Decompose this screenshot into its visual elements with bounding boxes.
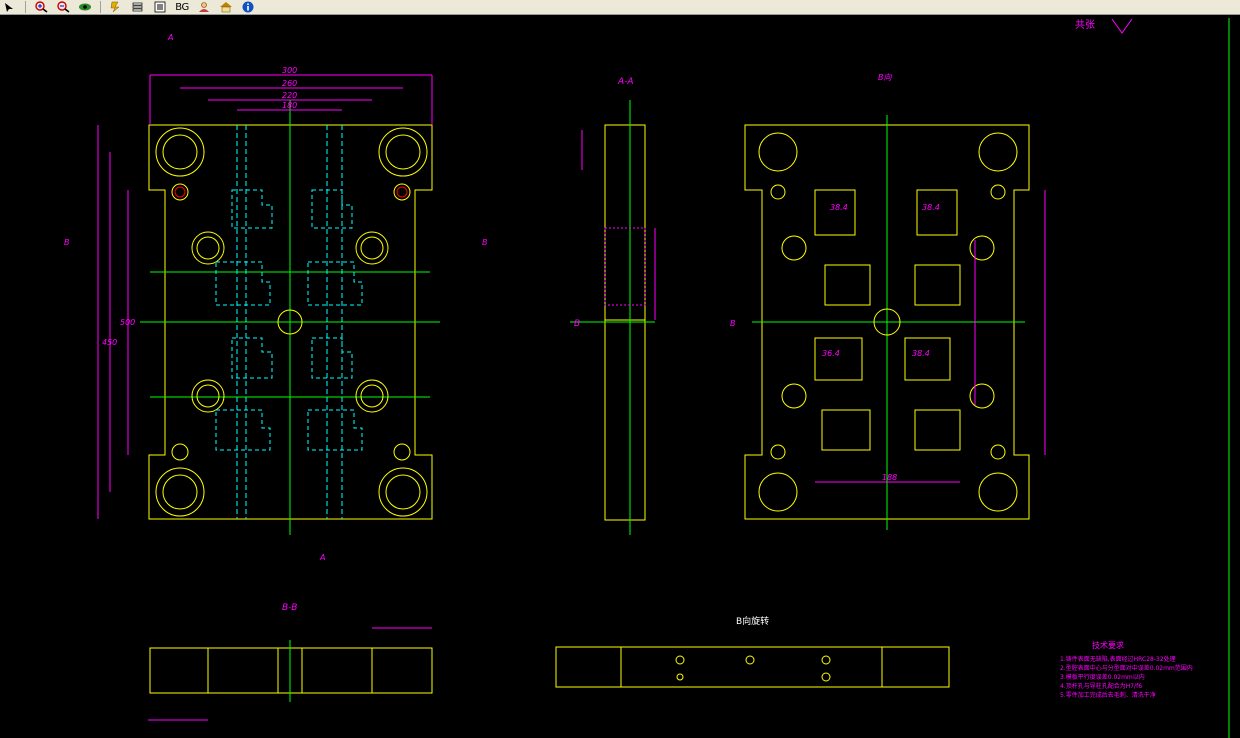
view-aa-titles: A-A B [574, 77, 634, 329]
dim-label: 450 [102, 338, 117, 347]
dim-label: 38.4 [912, 349, 930, 358]
tech-line: 3.模板平行度误差0.02mm以内 [1060, 673, 1145, 681]
view-bb-title: B-B [282, 603, 297, 613]
technical-requirements: 技术要求 1.铸件表面无缺陷,表面经过HRC28-32处理 2.型腔表面中心与分… [1060, 640, 1193, 699]
view-b-title: B向 [878, 73, 892, 82]
dim-label: 300 [282, 66, 297, 75]
view-eye-icon[interactable] [75, 0, 95, 14]
run-macro-icon[interactable] [106, 0, 126, 14]
section-label-a-bottom: A [319, 553, 325, 562]
section-label-b-side2: B [730, 319, 736, 328]
dim-label: 38.4 [830, 203, 848, 212]
dim-label: 36.4 [822, 349, 840, 358]
view-bb-titles: B-B [282, 603, 297, 613]
dim-label: 188 [882, 473, 897, 482]
dim-label: 500 [120, 318, 135, 327]
tech-title: 技术要求 [1092, 640, 1124, 650]
toolbar-separator [25, 1, 26, 13]
properties-icon[interactable] [150, 0, 170, 14]
view-b-plan [744, 115, 1046, 530]
tech-line: 4.顶杆孔与导柱孔配合为H7/f6 [1060, 682, 1142, 690]
corner-marker: 共张 [1075, 18, 1133, 34]
home-icon[interactable] [216, 0, 236, 14]
section-label-a-top: A [167, 33, 173, 42]
section-bb-view [148, 627, 433, 721]
view-b-rotate-title: B向旋转 [736, 615, 769, 627]
dim-label: 220 [282, 91, 297, 100]
select-arrow-icon[interactable] [0, 0, 20, 14]
toolbar: BG [0, 0, 1240, 15]
view-b-labels: B向 B 38.4 38.4 36.4 38.4 188 [730, 73, 940, 482]
background-button[interactable]: BG [172, 0, 192, 14]
main-plan-view [97, 74, 440, 535]
corner-label: 共张 [1075, 19, 1095, 31]
view-b-rotated [555, 646, 950, 688]
tech-line: 2.型腔表面中心与分型面对中误差0.02mm范围内 [1060, 664, 1193, 672]
section-label-b-right: B [482, 238, 488, 247]
view-b-rotated-title: B向旋转 [736, 615, 769, 627]
info-icon[interactable] [238, 0, 258, 14]
background-label: BG [175, 1, 189, 13]
section-label-b-side: B [574, 319, 580, 329]
tech-line: 5.零件加工完成后去毛刺、清洗干净 [1060, 691, 1156, 699]
toolbar-separator [100, 1, 101, 13]
section-label-b-left: B [64, 238, 70, 247]
main-view-labels: A A B B 300 260 220 180 500 450 [64, 33, 488, 562]
dim-label: 38.4 [922, 203, 940, 212]
zoom-out-icon[interactable] [53, 0, 73, 14]
zoom-in-icon[interactable] [31, 0, 51, 14]
view-aa-title: A-A [617, 77, 634, 87]
section-aa-view [570, 100, 656, 535]
dim-label: 260 [282, 79, 297, 88]
layers-icon[interactable] [128, 0, 148, 14]
dim-label: 180 [282, 101, 297, 110]
tech-line: 1.铸件表面无缺陷,表面经过HRC28-32处理 [1060, 655, 1176, 663]
cad-drawing-canvas[interactable]: A A B B 300 260 220 180 500 450 A-A B [0, 15, 1240, 738]
user-icon[interactable] [194, 0, 214, 14]
